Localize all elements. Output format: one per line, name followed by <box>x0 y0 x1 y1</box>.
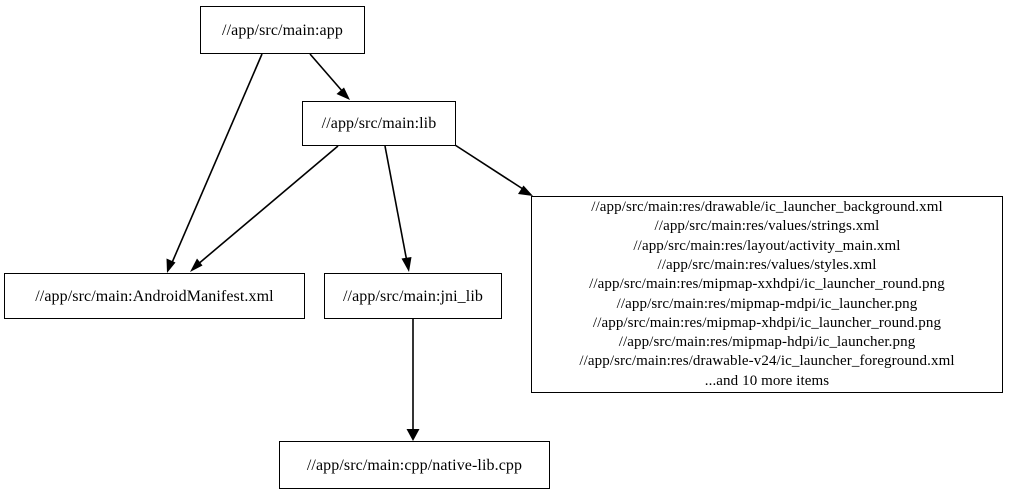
node-resources[interactable]: //app/src/main:res/drawable/ic_launcher_… <box>531 196 1003 393</box>
node-app-label: //app/src/main:app <box>222 21 343 39</box>
node-native-lib-cpp[interactable]: //app/src/main:cpp/native-lib.cpp <box>279 441 550 489</box>
edge-lib-to-resources <box>454 144 533 196</box>
node-resources-more-items: ...and 10 more items <box>704 372 830 389</box>
node-lib-label: //app/src/main:lib <box>321 115 437 132</box>
edge-app-to-lib <box>309 53 350 100</box>
edge-jni-lib-to-native-lib <box>406 319 420 441</box>
node-resources-line: //app/src/main:res/mipmap-hdpi/ic_launch… <box>618 334 916 351</box>
node-resources-line: //app/src/main:res/mipmap-mdpi/ic_launch… <box>616 295 918 312</box>
node-native-lib-cpp-label: //app/src/main:cpp/native-lib.cpp <box>306 456 523 474</box>
node-resources-line: //app/src/main:res/drawable/ic_launcher_… <box>591 199 943 216</box>
node-resources-line: //app/src/main:res/mipmap-xxhdpi/ic_laun… <box>589 276 945 293</box>
node-app[interactable]: //app/src/main:app <box>200 6 365 54</box>
node-resources-line: //app/src/main:res/values/strings.xml <box>654 218 880 235</box>
node-resources-line: //app/src/main:res/drawable-v24/ic_launc… <box>579 353 955 370</box>
node-androidmanifest[interactable]: //app/src/main:AndroidManifest.xml <box>4 273 305 319</box>
edge-app-to-androidmanifest <box>166 53 263 273</box>
node-resources-line: //app/src/main:res/layout/activity_main.… <box>633 237 901 254</box>
node-resources-lines: //app/src/main:res/drawable/ic_launcher_… <box>542 198 992 391</box>
node-resources-line: //app/src/main:res/mipmap-xhdpi/ic_launc… <box>592 314 942 331</box>
node-androidmanifest-label: //app/src/main:AndroidManifest.xml <box>35 287 274 305</box>
node-jni-lib-label: //app/src/main:jni_lib <box>343 287 483 305</box>
node-resources-line: //app/src/main:res/values/styles.xml <box>657 256 877 273</box>
node-lib[interactable]: //app/src/main:lib <box>302 101 456 146</box>
edge-lib-to-androidmanifest <box>190 145 339 272</box>
edge-lib-to-jni-lib <box>384 145 412 272</box>
node-jni-lib[interactable]: //app/src/main:jni_lib <box>324 273 502 319</box>
